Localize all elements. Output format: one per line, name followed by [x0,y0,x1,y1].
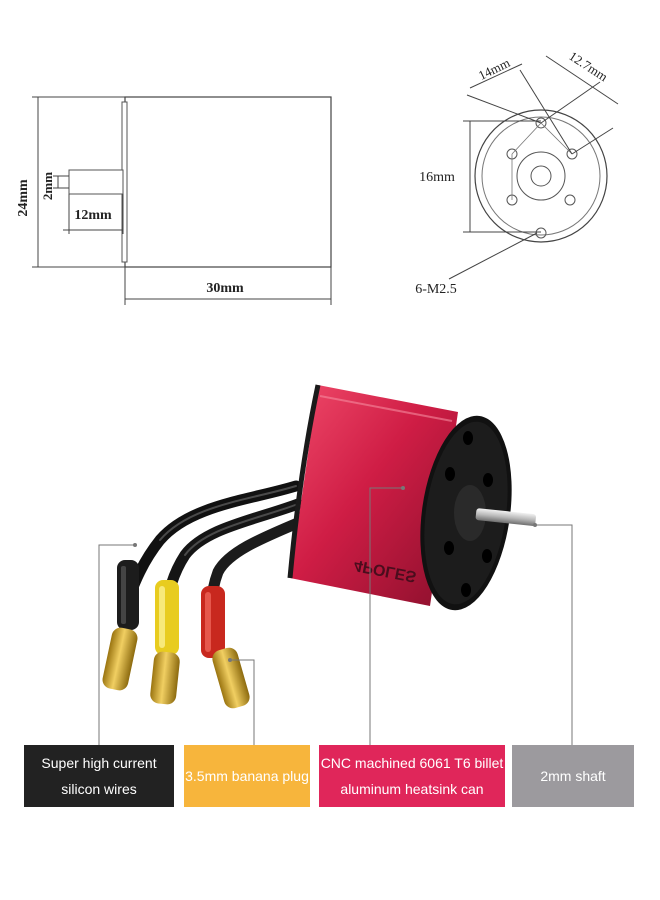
motor-body-outline [124,96,332,268]
callout-line-plug [230,659,255,745]
callout-lines [98,487,573,745]
hole-spacing-a-dimension: 14mm [476,55,512,83]
hole-spacing-b-dimension: 12.7mm [566,48,610,84]
mount-hole [566,148,578,160]
front-face-hole [483,473,493,487]
front-view-drawing: 14mm 12.7mm 16mm 6-M2.5 [415,48,619,297]
face-outer-circle [474,109,608,243]
shaft-length-dimension: 12mm [74,208,112,223]
caption-banana-plug: 3.5mm banana plug [184,745,310,807]
caption-silicon-wires: Super high current silicon wires [24,745,174,807]
caption-heatsink-can: CNC machined 6061 T6 billet aluminum hea… [319,745,505,807]
front-face-hole [461,583,471,597]
motor-can: 4POLES [287,384,512,611]
caption-line: 3.5mm banana plug [185,768,309,784]
caption-line: 2mm shaft [540,768,606,784]
face-inner-circle [481,116,601,236]
height-dimension: 24mm [16,179,31,217]
banana-plug-red [201,586,250,709]
shaft-outline [68,169,124,195]
mount-hole [535,117,547,129]
front-face-hole [463,431,473,445]
banana-plug-yellow [150,580,180,705]
side-view-drawing: 24mm 2mm 12mm 30mm [16,96,332,305]
caption-line: aluminum heatsink can [340,781,484,797]
hole-spacing-c-dimension: 16mm [419,170,455,185]
length-dimension: 30mm [206,281,244,296]
front-face-hole [444,541,454,555]
banana-plug-black [102,560,139,691]
front-face-hole [445,467,455,481]
mount-hole [564,194,576,206]
shaft-circle [530,165,552,187]
caption-line: silicon wires [61,781,137,797]
caption-line: CNC machined 6061 T6 billet [320,755,504,771]
callout-line-shaft [535,524,573,745]
mount-holes-dimension: 6-M2.5 [415,282,457,297]
bearing-boss-circle [516,151,566,201]
caption-shaft: 2mm shaft [512,745,634,807]
motor-illustration: 4POLES [102,384,537,709]
front-face-hole [482,549,492,563]
callout-line-wires [98,544,135,745]
motor-shaft [475,508,537,526]
callout-line-can [369,487,403,745]
shaft-diameter-dimension: 2mm [40,172,55,200]
caption-line: Super high current [41,755,157,771]
